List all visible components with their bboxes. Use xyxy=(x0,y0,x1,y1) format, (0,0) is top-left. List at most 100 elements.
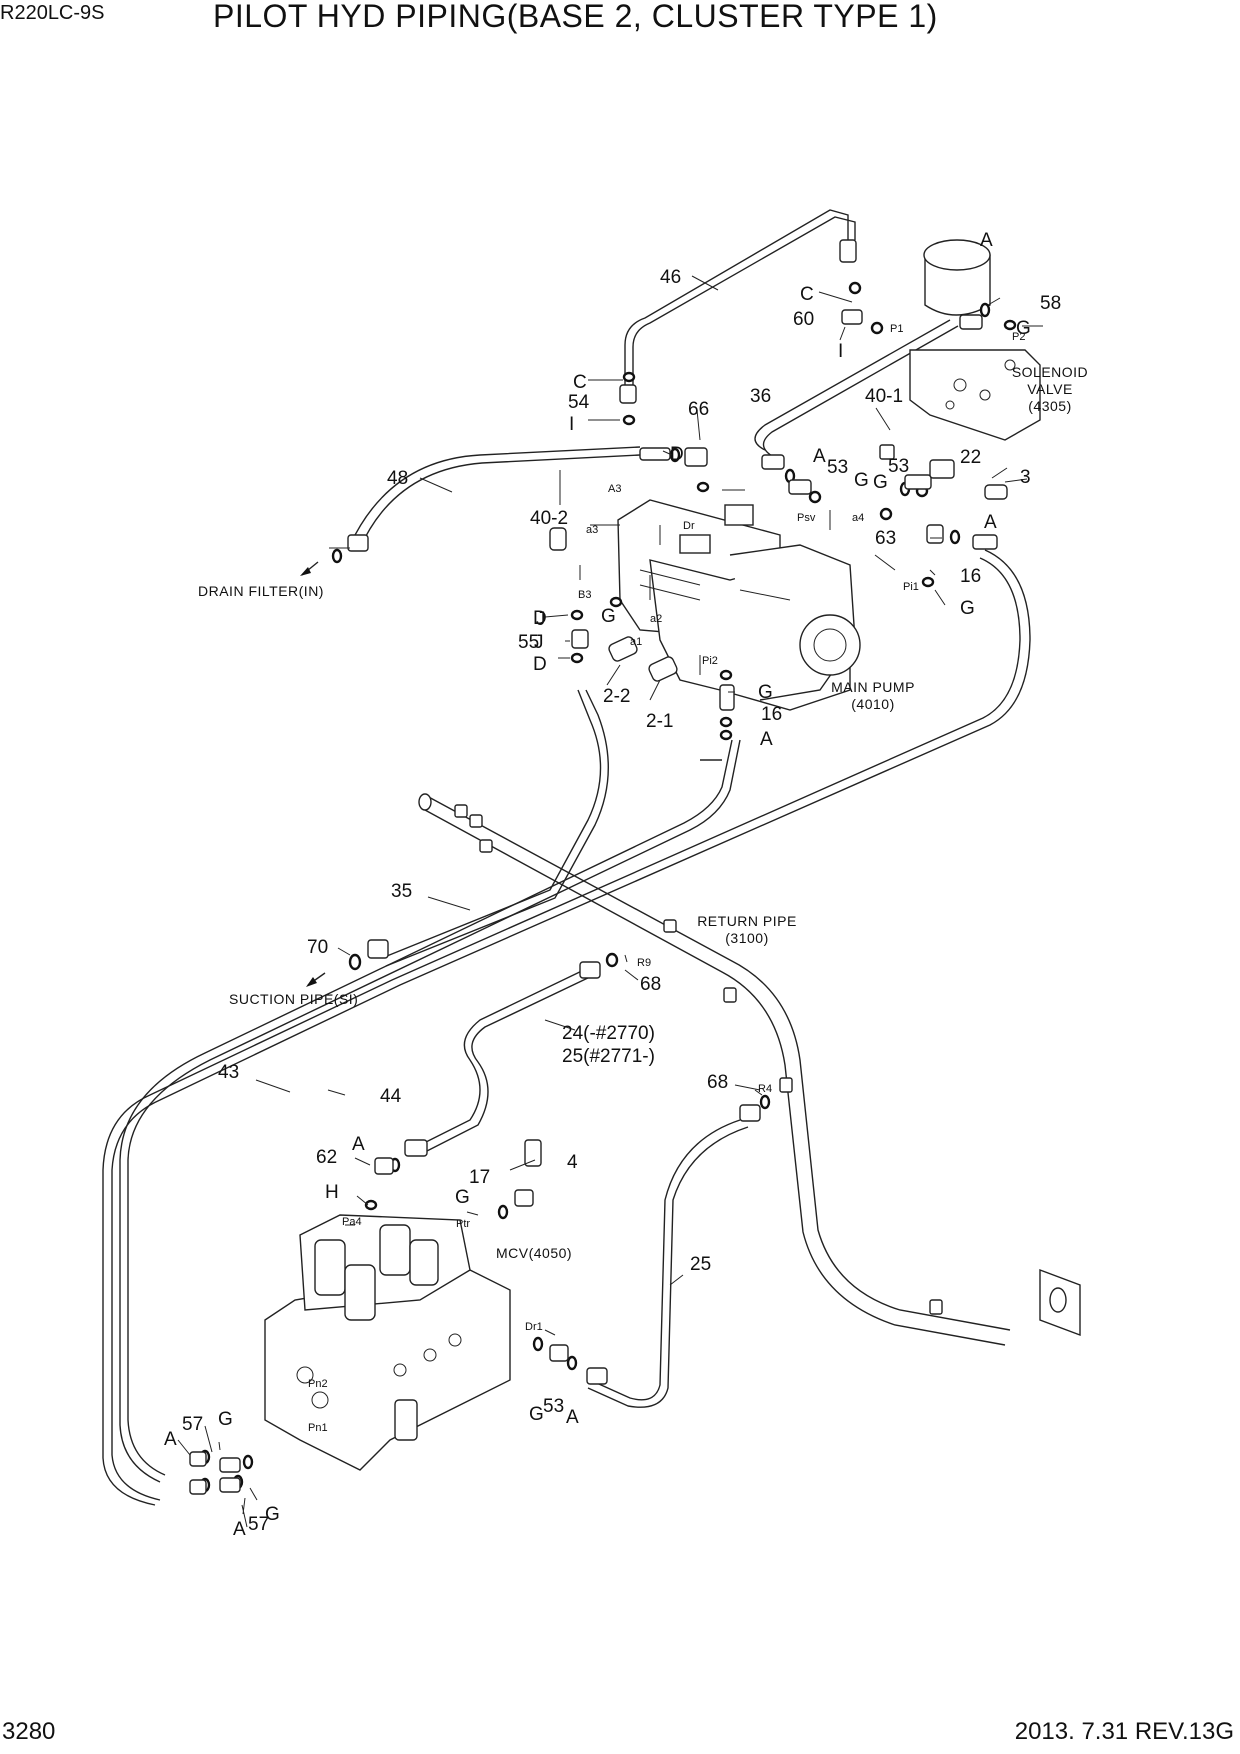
part-label: 3 xyxy=(1020,467,1031,488)
caption-mcv: MCV(4050) xyxy=(496,1245,572,1261)
pressure-sensors xyxy=(524,444,1008,1167)
solenoid-valve-4305 xyxy=(909,239,1041,441)
port-label: R9 xyxy=(637,957,651,969)
part-label: J xyxy=(534,632,544,653)
port-label: a1 xyxy=(630,636,642,648)
part-label: G xyxy=(1016,318,1031,339)
svg-text:VALVE: VALVE xyxy=(1027,381,1073,397)
model-number: R220LC-9S xyxy=(0,2,105,24)
svg-text:(4010): (4010) xyxy=(851,696,894,712)
part-label: G xyxy=(455,1187,470,1208)
part-label: 68 xyxy=(640,974,661,995)
part-label: 62 xyxy=(316,1147,337,1168)
port-label: B3 xyxy=(578,589,591,601)
part-label: 46 xyxy=(660,267,681,288)
part-label: 70 xyxy=(307,937,328,958)
part-label: 40-1 xyxy=(865,386,903,407)
port-label: Psv xyxy=(797,512,816,524)
part-label: J xyxy=(536,609,546,630)
part-label: A xyxy=(566,1407,579,1428)
part-label: 2-1 xyxy=(646,711,673,732)
pilot-line-43-44 xyxy=(102,549,1031,1506)
hose-35 xyxy=(381,689,609,967)
caption-return-pipe: RETURN PIPE (3100) xyxy=(697,913,796,946)
part-label: I xyxy=(569,414,574,435)
revision-date: 2013. 7.31 REV.13G xyxy=(1014,1718,1234,1745)
main-pump-4010 xyxy=(617,499,861,711)
part-label: 60 xyxy=(793,309,814,330)
caption-main-pump: MAIN PUMP (4010) xyxy=(831,679,914,712)
part-label: 16 xyxy=(960,566,981,587)
svg-text:(3100): (3100) xyxy=(725,930,768,946)
part-label: 44 xyxy=(380,1086,402,1107)
part-label: A xyxy=(760,729,773,750)
part-label: 68 xyxy=(707,1072,728,1093)
part-label: H xyxy=(325,1182,339,1203)
port-label: Pi2 xyxy=(702,655,718,667)
part-label: 17 xyxy=(469,1167,490,1188)
part-label: 55 xyxy=(518,632,539,653)
part-label: 22 xyxy=(960,447,981,468)
hose-25 xyxy=(587,1119,749,1408)
port-label: P2 xyxy=(1012,331,1025,343)
port-label: a4 xyxy=(852,512,864,524)
part-label: 2-2 xyxy=(603,686,630,707)
part-label: G xyxy=(960,598,975,619)
caption-solenoid-valve: SOLENOID VALVE (4305) xyxy=(1012,364,1088,414)
part-label: 24(-#2770) xyxy=(562,1023,655,1044)
leader-lines xyxy=(177,275,1043,1528)
part-label: A xyxy=(164,1429,177,1450)
part-label: A xyxy=(233,1519,246,1540)
part-label: G xyxy=(601,606,616,627)
part-label: A xyxy=(813,446,826,467)
part-label: D xyxy=(670,444,684,465)
part-label: I xyxy=(838,341,843,362)
part-label: 57 xyxy=(248,1514,269,1535)
part-label: A xyxy=(980,230,993,251)
page-number: 3280 xyxy=(2,1718,56,1745)
part-label: 53 xyxy=(888,456,909,477)
part-label: G xyxy=(218,1409,233,1430)
part-label: 36 xyxy=(750,386,771,407)
part-label: A xyxy=(984,512,997,533)
svg-text:SOLENOID: SOLENOID xyxy=(1012,364,1088,380)
part-label: 53 xyxy=(827,457,848,478)
port-label: Pn2 xyxy=(308,1378,328,1390)
part-label: 54 xyxy=(568,392,590,413)
part-label: 57 xyxy=(182,1414,203,1435)
part-label: 25(#2771-) xyxy=(562,1046,655,1067)
part-label: G xyxy=(265,1504,280,1525)
part-label: 48 xyxy=(387,468,408,489)
mcv-4050 xyxy=(264,1214,511,1471)
port-label: Pa4 xyxy=(342,1216,362,1228)
part-label: 4 xyxy=(567,1152,578,1173)
hose-48 xyxy=(349,446,641,549)
part-label: 58 xyxy=(1040,293,1061,314)
hose-24-25 xyxy=(419,967,593,1153)
part-label: D xyxy=(533,608,547,629)
hose-36 xyxy=(754,319,959,457)
part-label: 53 xyxy=(543,1396,564,1417)
part-label: G xyxy=(529,1404,544,1425)
part-label: G xyxy=(854,470,869,491)
part-label: 16 xyxy=(761,704,782,725)
part-label: G xyxy=(873,472,888,493)
port-label: a3 xyxy=(586,524,598,536)
port-label: R4 xyxy=(758,1083,772,1095)
port-label: Pi1 xyxy=(903,581,919,593)
part-label: D xyxy=(533,654,547,675)
hose-fittings xyxy=(189,239,998,1495)
port-label: Dr xyxy=(683,520,695,532)
caption-suction-pipe: SUCTION PIPE(SI) xyxy=(229,991,358,1007)
part-label: 40-2 xyxy=(530,508,568,529)
seal-rings xyxy=(199,281,1017,1493)
svg-text:(4305): (4305) xyxy=(1028,398,1071,414)
part-label: C xyxy=(573,372,587,393)
port-label: Pn1 xyxy=(308,1422,328,1434)
caption-drain-filter: DRAIN FILTER(IN) xyxy=(198,583,324,599)
port-label: P1 xyxy=(890,323,903,335)
